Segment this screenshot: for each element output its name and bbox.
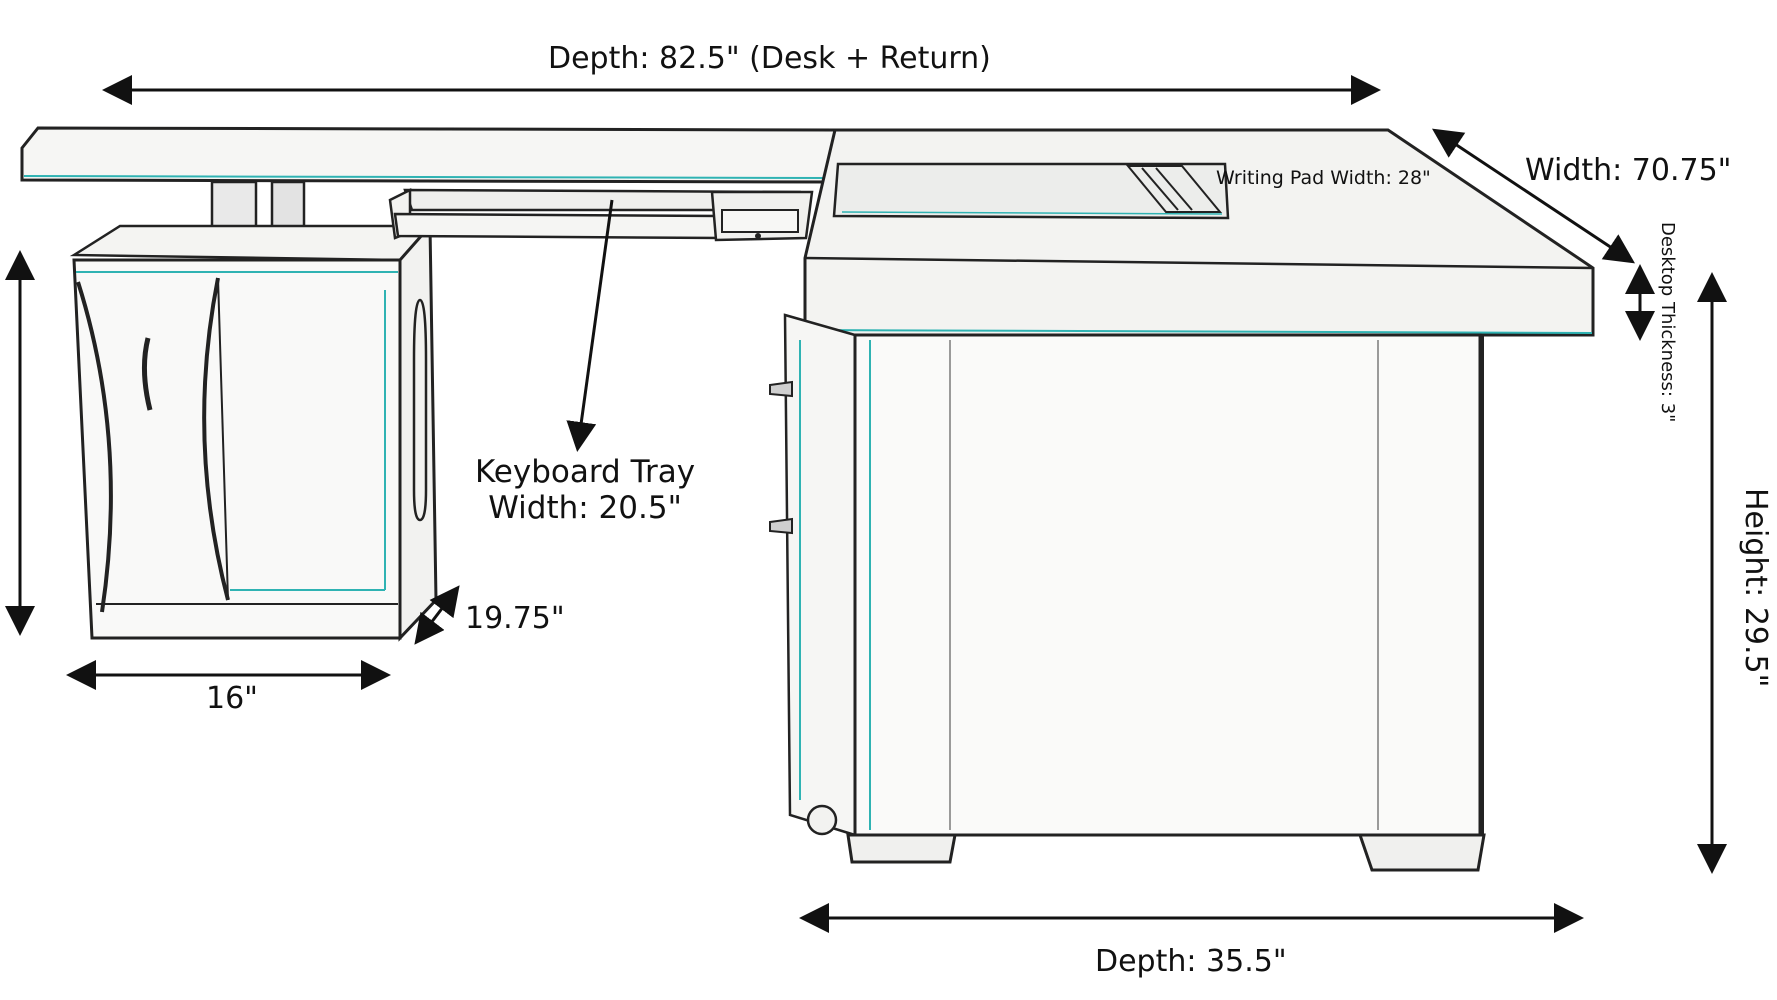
cabinet-depth-arrow [414,585,460,645]
cabinet-depth-label: 19.75" [465,601,565,636]
main-desk-body [769,313,1486,872]
keyboard-tray-label-line1: Keyboard Tray [475,454,696,490]
keyboard-tray-label-line2: Width: 20.5" [488,489,682,526]
total-depth-label: Depth: 82.5" (Desk + Return) [548,41,991,76]
cabinet-width-label: 16" [206,681,258,716]
desktop-thickness-label: Desktop Thickness: 3" [1657,222,1678,423]
keyboard-tray [388,187,814,242]
height-label: Height: 29.5" [1738,488,1773,688]
width-arrow [1431,128,1636,264]
width-label: Width: 70.75" [1525,153,1732,188]
desk-depth-label: Depth: 35.5" [1095,944,1287,979]
writing-pad-label: Writing Pad Width: 28" [1216,167,1431,189]
keyboard-tray-label: Keyboard Tray Width: 20.5" [475,454,696,526]
storage-cabinet [69,180,438,642]
dimension-lines [5,75,1727,933]
main-desktop [803,128,1595,337]
return-desktop [20,126,837,184]
keyboard-tray-pointer [566,199,614,452]
